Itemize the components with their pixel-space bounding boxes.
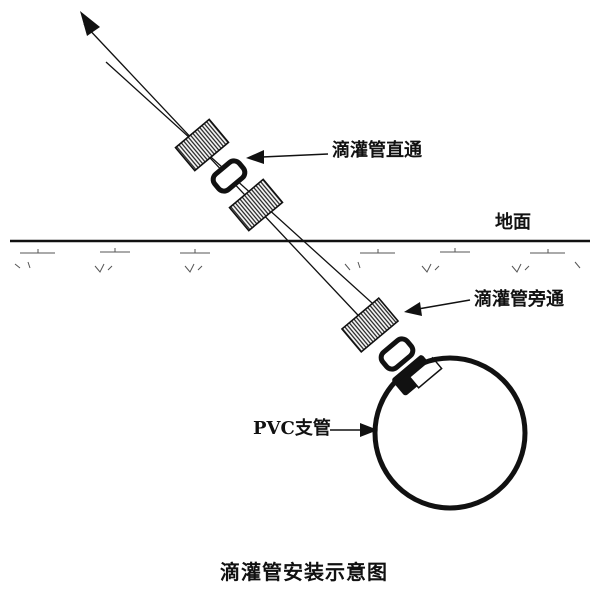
side-connector-clamp: [392, 355, 443, 396]
side-connector-nut: [340, 296, 400, 354]
straight-connector-upper-nut: [174, 118, 230, 172]
straight-connector-label: 滴灌管直通: [332, 140, 422, 161]
side-connector-pointer: [404, 299, 471, 316]
diagram-caption: 滴灌管安装示意图: [220, 560, 388, 584]
side-connector-label: 滴灌管旁通: [474, 289, 564, 310]
straight-connector-ring: [210, 158, 248, 194]
soil-texture: [14, 248, 581, 273]
straight-connector-pointer: [246, 150, 329, 164]
pvc-branch-label: PVC支管: [253, 418, 331, 439]
pvc-branch-pointer: [330, 423, 378, 437]
straight-connector-lower-nut: [228, 178, 284, 232]
tube-direction-arrow: [80, 11, 100, 36]
pvc-branch-pipe: [372, 355, 528, 511]
ground-label: 地面: [495, 212, 531, 233]
side-connector-ring: [378, 336, 416, 372]
